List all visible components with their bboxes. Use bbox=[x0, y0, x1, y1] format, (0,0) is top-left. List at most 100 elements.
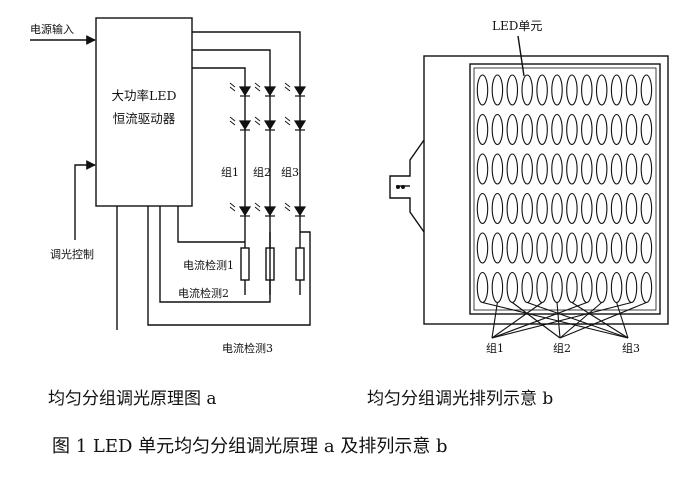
led-unit bbox=[536, 153, 548, 185]
led-unit bbox=[640, 74, 653, 106]
array-group-label-2: 组2 bbox=[553, 341, 571, 355]
led-unit bbox=[581, 192, 593, 225]
led-unit bbox=[610, 232, 623, 264]
led-unit bbox=[581, 113, 593, 146]
output-wire-2 bbox=[192, 49, 271, 80]
led-unit bbox=[640, 271, 653, 304]
led-unit bbox=[506, 232, 519, 264]
sense-feedback-2 bbox=[159, 206, 271, 303]
led-unit bbox=[581, 74, 593, 106]
led-unit bbox=[566, 113, 578, 146]
led-diode bbox=[229, 82, 252, 97]
led-diodes bbox=[229, 82, 307, 217]
led-unit bbox=[491, 113, 504, 146]
led-unit bbox=[625, 232, 638, 264]
led-unit bbox=[536, 271, 548, 304]
sense-feedback-1 bbox=[177, 206, 245, 243]
led-unit bbox=[521, 232, 533, 264]
group-wire bbox=[527, 301, 629, 339]
power-input-label: 电源输入 bbox=[30, 22, 74, 36]
led-unit bbox=[551, 153, 563, 185]
led-unit bbox=[625, 271, 638, 304]
group-label-3: 组3 bbox=[281, 165, 299, 179]
led-unit bbox=[595, 192, 608, 225]
dimming-control-arrow bbox=[74, 160, 96, 240]
led-unit bbox=[476, 192, 489, 225]
group-wire bbox=[491, 302, 543, 339]
led-unit bbox=[566, 153, 578, 185]
led-unit bbox=[610, 271, 623, 304]
sense-label-3: 电流检测3 bbox=[222, 341, 273, 355]
led-unit bbox=[640, 113, 653, 146]
led-unit bbox=[476, 271, 489, 304]
led-unit bbox=[595, 74, 608, 106]
dimming-control-label: 调光控制 bbox=[50, 247, 94, 261]
group-wire bbox=[491, 301, 632, 339]
led-unit bbox=[491, 232, 504, 264]
led-diode bbox=[284, 202, 307, 217]
led-unit bbox=[551, 74, 563, 106]
led-unit bbox=[491, 271, 504, 304]
led-unit bbox=[476, 232, 489, 264]
sense-resistor-1 bbox=[240, 247, 250, 281]
led-unit bbox=[536, 232, 548, 264]
led-diode bbox=[254, 82, 277, 97]
led-unit bbox=[566, 74, 578, 106]
led-unit bbox=[625, 153, 638, 185]
led-unit bbox=[566, 232, 578, 264]
group-wire bbox=[556, 302, 561, 339]
led-diode bbox=[284, 82, 307, 97]
led-unit bbox=[491, 74, 504, 106]
group-wire bbox=[616, 302, 629, 339]
led-unit bbox=[610, 153, 623, 185]
led-unit bbox=[521, 271, 533, 304]
group-label-1: 组1 bbox=[221, 165, 239, 179]
led-diode bbox=[229, 116, 252, 131]
led-unit bbox=[610, 74, 623, 106]
driver-label-line2: 恒流驱动器 bbox=[113, 111, 176, 126]
led-unit bbox=[551, 113, 563, 146]
group-wire bbox=[491, 301, 587, 339]
led-unit bbox=[521, 192, 533, 225]
led-unit bbox=[551, 271, 563, 304]
side-connector bbox=[389, 139, 425, 233]
group-wire bbox=[559, 302, 603, 339]
led-unit bbox=[610, 192, 623, 225]
array-group-label-3: 组3 bbox=[622, 341, 640, 355]
driver-label-line1: 大功率LED bbox=[112, 88, 177, 103]
array-group-label-1: 组1 bbox=[486, 341, 504, 355]
led-unit bbox=[625, 113, 638, 146]
led-unit bbox=[491, 153, 504, 185]
led-unit bbox=[536, 113, 548, 146]
group-wire bbox=[571, 302, 629, 339]
led-unit bbox=[566, 271, 578, 304]
sense-label-1: 电流检测1 bbox=[183, 258, 234, 272]
outer-frame bbox=[423, 55, 669, 325]
led-unit bbox=[506, 113, 519, 146]
caption-b: 均匀分组调光排列示意 b bbox=[367, 389, 554, 409]
led-unit bbox=[595, 113, 608, 146]
driver-box bbox=[95, 17, 193, 207]
led-unit bbox=[521, 153, 533, 185]
led-unit bbox=[476, 113, 489, 146]
led-unit bbox=[536, 74, 548, 106]
led-unit bbox=[506, 153, 519, 185]
group-wire bbox=[482, 301, 629, 339]
led-unit bbox=[625, 74, 638, 106]
led-unit bbox=[640, 192, 653, 225]
led-unit bbox=[476, 74, 489, 106]
sense-resistor-3 bbox=[295, 247, 305, 281]
led-unit bbox=[595, 153, 608, 185]
led-diode bbox=[229, 202, 252, 217]
led-unit bbox=[581, 271, 593, 304]
led-unit bbox=[521, 113, 533, 146]
led-unit bbox=[581, 232, 593, 264]
led-unit bbox=[640, 232, 653, 264]
circuit-diagram-a bbox=[30, 17, 311, 330]
group-wire bbox=[491, 302, 498, 339]
led-unit bbox=[521, 74, 533, 106]
led-diode bbox=[254, 116, 277, 131]
led-diode bbox=[284, 116, 307, 131]
sense-feedback-3 bbox=[147, 206, 311, 326]
output-wire-3 bbox=[192, 31, 301, 80]
